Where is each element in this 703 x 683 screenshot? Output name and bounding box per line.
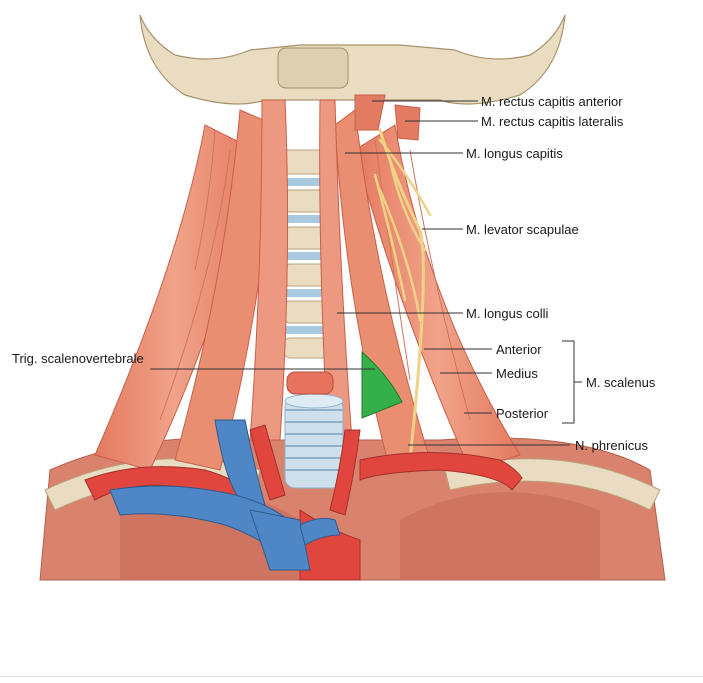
label-longus-colli: M. longus colli [466, 306, 549, 321]
label-rectus-capitis-lateralis: M. rectus capitis lateralis [481, 114, 624, 129]
label-longus-capitis: M. longus capitis [466, 146, 563, 161]
leader-lines [150, 100, 582, 446]
left-muscle-group [94, 99, 289, 471]
cervical-plexus-nerves [373, 128, 432, 462]
skull-base [139, 14, 566, 105]
label-trig-scalenovertebrale: Trig. scalenovertebrale [12, 351, 144, 366]
label-scalenus-medius: Medius [496, 366, 538, 381]
label-scalenus-anterior: Anterior [496, 342, 542, 357]
label-rectus-capitis-anterior: M. rectus capitis anterior [481, 94, 623, 109]
occipital-bone [277, 47, 349, 89]
bottom-divider [0, 676, 703, 677]
rectus-capitis-lateralis [394, 104, 421, 141]
label-phrenicus: N. phrenicus [575, 438, 648, 453]
esophagus [286, 371, 334, 395]
label-scalenus: M. scalenus [586, 375, 656, 390]
label-scalenus-posterior: Posterior [496, 406, 549, 421]
trachea [284, 393, 344, 489]
veins [109, 419, 341, 571]
right-muscle-group [319, 99, 521, 471]
rectus-capitis-anterior [354, 94, 386, 131]
label-levator-scapulae: M. levator scapulae [466, 222, 579, 237]
